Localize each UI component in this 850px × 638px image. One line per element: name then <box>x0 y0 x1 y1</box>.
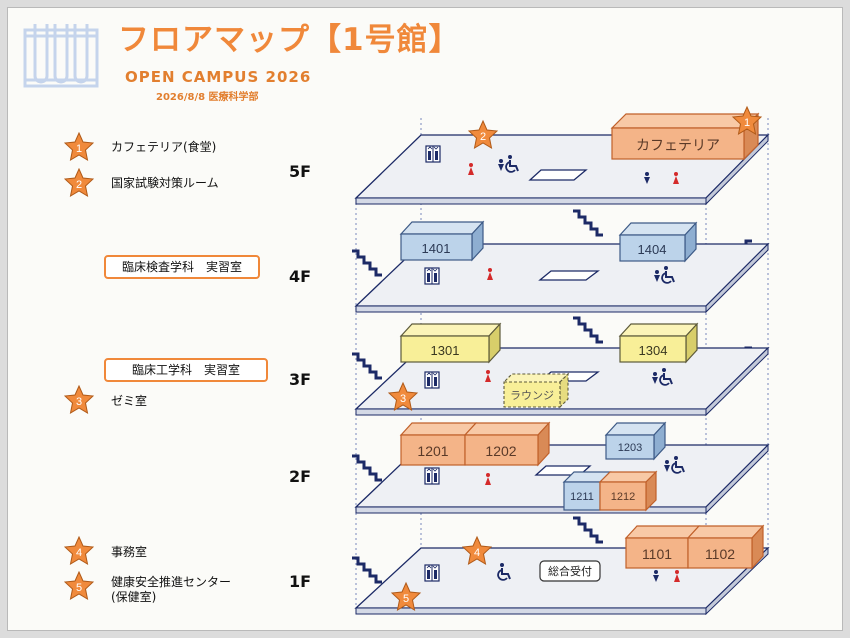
legend-item-exam-room: 国家試験対策ルーム <box>111 176 219 190</box>
map-star-number: 2 <box>480 131 486 143</box>
room-1211[interactable]: 1211 <box>562 471 612 511</box>
map-star-number: 3 <box>400 393 406 405</box>
room-1201[interactable]: 1201 <box>399 422 478 466</box>
legend-star-number: 1 <box>76 143 82 155</box>
legend-star-number: 3 <box>76 396 82 408</box>
room-1212[interactable]: 1212 <box>598 470 658 512</box>
room-1203[interactable]: 1203 <box>604 421 667 461</box>
room-1102[interactable]: 1102 <box>686 524 765 570</box>
room-label: 1203 <box>618 442 642 454</box>
room-label: 1404 <box>638 242 667 257</box>
map-star-number: 4 <box>474 547 480 559</box>
room-label: 1304 <box>639 343 668 358</box>
room-label: 1211 <box>570 491 594 503</box>
room-label: 1101 <box>642 546 672 562</box>
event-date-department: 2026/8/8 医療科学部 <box>156 92 259 103</box>
room-1301[interactable]: 1301 <box>399 322 502 364</box>
elevator-icon <box>424 267 440 285</box>
elevator-icon <box>424 467 440 485</box>
floor-label-1f: 1F <box>289 572 312 591</box>
star-icon: 2 <box>64 168 94 197</box>
elevator-icon <box>424 371 440 389</box>
stairs-icon <box>571 516 605 544</box>
legend-item-office: 事務室 <box>111 545 148 559</box>
room-label: 1212 <box>611 491 635 503</box>
event-name: OPEN CAMPUS 2026 <box>125 68 312 86</box>
room-1101[interactable]: 1101 <box>624 525 701 569</box>
room-1401[interactable]: 1401 <box>399 220 485 262</box>
star-icon: 5 <box>391 582 421 611</box>
legend-item-cafeteria: カフェテリア(食堂) <box>111 140 217 154</box>
page-title: フロアマップ【1号館】 <box>118 22 461 58</box>
reception-label: 総合受付 <box>548 564 592 578</box>
stairs-icon <box>571 209 605 237</box>
room-label: 1201 <box>417 443 448 459</box>
stairs-icon <box>571 316 605 344</box>
star-icon: 4 <box>462 536 492 565</box>
elevator-icon <box>425 145 441 163</box>
room-label: 1301 <box>431 343 460 358</box>
legend-item-seminar: ゼミ室 <box>111 394 148 408</box>
room-label: 1401 <box>422 241 451 256</box>
elevator-icon <box>424 564 440 582</box>
floor-label-5f: 5F <box>289 162 312 181</box>
floor-label-2f: 2F <box>289 467 312 486</box>
reception-desk[interactable]: 総合受付 <box>539 560 601 582</box>
map-star-number: 5 <box>403 593 409 605</box>
star-icon: 4 <box>64 536 94 565</box>
star-icon: 1 <box>732 106 762 135</box>
legend-item-health-center: 健康安全推進センター <box>111 575 232 589</box>
room-1304[interactable]: 1304 <box>618 322 699 364</box>
floor-label-3f: 3F <box>289 370 312 389</box>
test-tubes-icon <box>23 24 99 88</box>
legend-star-number: 4 <box>76 547 82 559</box>
room-label: 1102 <box>705 546 735 562</box>
star-icon: 2 <box>468 120 498 149</box>
star-icon: 3 <box>388 382 418 411</box>
room-1202[interactable]: 1202 <box>463 421 551 467</box>
room-label: ラウンジ <box>510 389 554 402</box>
dept-label-clinical-engineering: 臨床工学科 実習室 <box>104 358 268 382</box>
map-star-number: 1 <box>744 117 750 129</box>
room-label: 1202 <box>485 443 516 459</box>
room-label: カフェテリア <box>636 137 720 153</box>
legend-item-health-center-sub: (保健室) <box>111 590 157 604</box>
room-cafeteria[interactable]: カフェテリア <box>610 112 760 161</box>
star-icon: 1 <box>64 132 94 161</box>
room-lounge[interactable]: ラウンジ <box>502 372 570 409</box>
room-1404[interactable]: 1404 <box>618 221 698 263</box>
star-icon: 5 <box>64 571 94 600</box>
dept-label-clinical-lab: 臨床検査学科 実習室 <box>104 255 260 279</box>
legend-star-number: 2 <box>76 179 82 191</box>
legend-star-number: 5 <box>76 582 82 594</box>
floor-label-4f: 4F <box>289 267 312 286</box>
building-floor-map: カフェテリア 1401 1404 <box>350 106 770 616</box>
star-icon: 3 <box>64 385 94 414</box>
floor-map-page: フロアマップ【1号館】 OPEN CAMPUS 2026 2026/8/8 医療… <box>7 7 843 631</box>
